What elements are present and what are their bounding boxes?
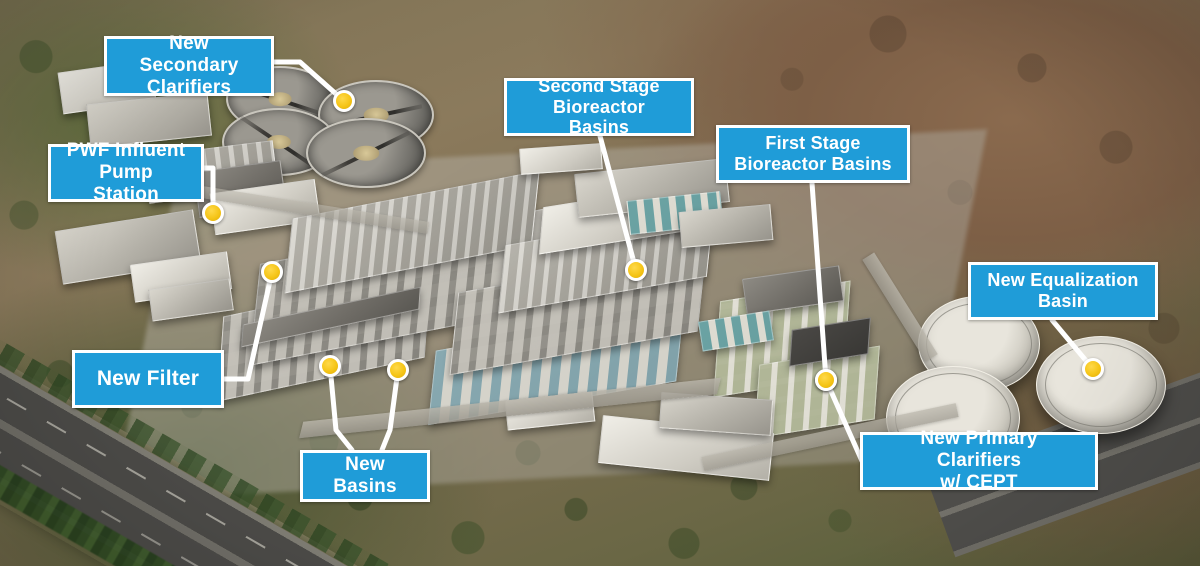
- marker-new-filter[interactable]: [261, 261, 283, 283]
- callout-new-basins[interactable]: New Basins: [300, 450, 430, 502]
- leader-line-new-filter: [221, 269, 275, 382]
- marker-new-basins[interactable]: [387, 359, 409, 381]
- callout-new-equalization-basin[interactable]: New Equalization Basin: [968, 262, 1158, 320]
- leader-line-new-basins: [379, 367, 401, 453]
- leader-line-new-secondary-clarifiers: [271, 59, 347, 104]
- secondary-clarifier-tank: [306, 118, 426, 188]
- marker-new-primary-clarifiers-cept[interactable]: [815, 369, 837, 391]
- callout-new-primary-clarifiers-cept[interactable]: New Primary Clarifiers w/ CEPT: [860, 428, 1098, 493]
- leader-line-second-stage-bioreactor-basins: [597, 133, 639, 273]
- callout-new-secondary-clarifiers[interactable]: New Secondary Clarifiers: [104, 33, 274, 98]
- leader-line-first-stage-bioreactor-basins: [809, 180, 829, 383]
- leader-line-new-primary-clarifiers-cept: [823, 377, 865, 464]
- marker-new-basins[interactable]: [319, 355, 341, 377]
- marker-second-stage-bioreactor-basins[interactable]: [625, 259, 647, 281]
- marker-new-equalization-basin[interactable]: [1082, 358, 1104, 380]
- callout-second-stage-bioreactor-basins[interactable]: Second Stage Bioreactor Basins: [504, 76, 694, 137]
- marker-new-secondary-clarifiers[interactable]: [333, 90, 355, 112]
- callout-pwf-influent-pump-station[interactable]: PWF Influent Pump Station: [48, 140, 204, 205]
- marker-pwf-influent-pump-station[interactable]: [202, 202, 224, 224]
- leader-line-pwf-influent-pump-station: [201, 165, 216, 216]
- callout-first-stage-bioreactor-basins[interactable]: First Stage Bioreactor Basins: [716, 125, 910, 183]
- leader-line-new-basins: [327, 363, 355, 453]
- callout-new-filter[interactable]: New Filter: [72, 350, 224, 408]
